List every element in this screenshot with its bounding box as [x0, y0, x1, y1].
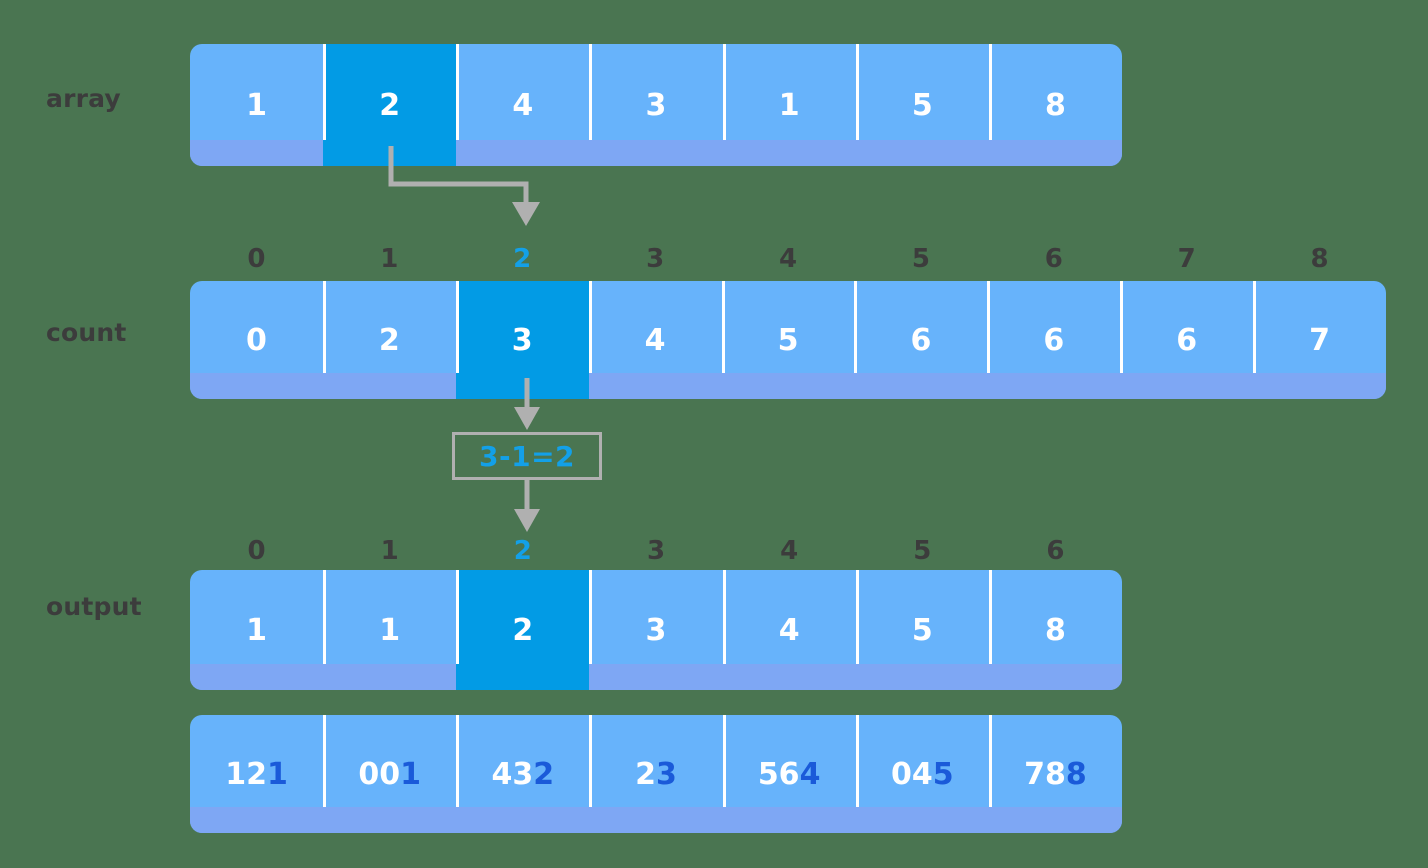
trace-digit-last: 4 [799, 756, 821, 792]
trace-digits: 121 [225, 757, 288, 792]
count-to-formula-connector [514, 378, 540, 430]
array-cell[interactable]: 2 [323, 44, 457, 166]
count-cell[interactable]: 4 [588, 281, 722, 399]
count-index-label: 1 [380, 244, 399, 274]
count-index-strip: 0 1 2 3 4 5 6 7 8 [190, 243, 1386, 275]
trace-digits: 23 [635, 757, 677, 792]
array-cell[interactable]: 3 [589, 44, 722, 166]
output-cell[interactable]: 2 [456, 570, 590, 690]
trace-digit-last: 1 [267, 756, 288, 792]
output-cell[interactable]: 3 [589, 570, 722, 690]
trace-digit-prefix: 12 [225, 756, 267, 792]
trace-digit-prefix: 04 [890, 756, 933, 792]
trace-digits: 432 [492, 757, 555, 792]
formula-to-output-connector [514, 480, 540, 532]
count-cell[interactable]: 3 [455, 281, 589, 399]
count-index-label: 0 [247, 244, 266, 274]
count-cell[interactable]: 2 [322, 281, 456, 399]
array-cell[interactable]: 4 [456, 44, 589, 166]
trace-digit-prefix: 56 [757, 756, 800, 792]
count-cell[interactable]: 6 [1120, 281, 1253, 399]
count-cell[interactable]: 5 [721, 281, 855, 399]
output-index-label: 5 [913, 536, 932, 566]
count-index-label: 5 [911, 244, 930, 274]
trace-cell[interactable]: 001 [323, 715, 456, 833]
count-cell[interactable]: 6 [987, 281, 1120, 399]
trace-digit-last: 5 [932, 756, 954, 792]
output-cell[interactable]: 8 [988, 570, 1122, 690]
trace-cell[interactable]: 432 [456, 715, 589, 833]
trace-digits: 045 [891, 757, 954, 792]
trace-digits: 788 [1024, 757, 1087, 792]
output-index-label: 6 [1046, 536, 1065, 566]
trace-cell[interactable]: 564 [722, 715, 856, 833]
count-bar-base [190, 373, 1386, 399]
trace-cell[interactable]: 121 [190, 715, 323, 833]
count-index-label: 4 [778, 244, 798, 274]
array-row-label: array [46, 84, 121, 113]
array-cell[interactable]: 5 [855, 44, 989, 166]
count-index-label: 8 [1310, 244, 1329, 274]
output-index-label: 4 [780, 536, 799, 566]
output-index-strip: 0 1 2 3 4 5 6 [190, 535, 1122, 567]
output-cell[interactable]: 1 [323, 570, 456, 690]
trace-digit-prefix: 00 [358, 756, 401, 792]
output-index-label: 0 [247, 536, 266, 566]
output-row-label: output [46, 592, 142, 621]
array-cell[interactable]: 1 [722, 44, 856, 166]
trace-digit-last: 3 [655, 756, 677, 792]
output-index-label: 2 [513, 536, 532, 566]
trace-digits: 001 [358, 757, 421, 792]
count-index-label: 2 [513, 244, 532, 274]
trace-digit-prefix: 2 [635, 756, 656, 792]
trace-cell[interactable]: 788 [988, 715, 1122, 833]
trace-cell[interactable]: 045 [855, 715, 989, 833]
output-cell[interactable]: 4 [722, 570, 856, 690]
output-cell[interactable]: 1 [246, 612, 267, 648]
count-index-label: 6 [1044, 244, 1063, 274]
output-bar-base [190, 664, 1122, 690]
trace-digit-prefix: 78 [1024, 756, 1066, 792]
trace-cell[interactable]: 23 [589, 715, 722, 833]
array-cell[interactable]: 1 [246, 87, 267, 123]
count-row-label: count [46, 318, 127, 347]
trace-digits: 564 [758, 757, 821, 792]
output-index-label: 3 [646, 536, 666, 566]
count-cell[interactable]: 7 [1253, 281, 1386, 399]
count-cell[interactable]: 0 [246, 322, 267, 358]
trace-digit-last: 1 [400, 756, 422, 792]
trace-digit-prefix: 43 [491, 756, 534, 792]
output-index-label: 1 [380, 536, 399, 566]
trace-digit-last: 8 [1065, 756, 1087, 792]
trace-bar-base [190, 807, 1122, 833]
trace-digit-last: 2 [533, 756, 555, 792]
formula-box: 3-1=2 [452, 432, 602, 480]
output-cell[interactable]: 5 [855, 570, 989, 690]
array-cell[interactable]: 8 [988, 44, 1122, 166]
count-index-label: 7 [1177, 244, 1196, 274]
array-to-count-connector [388, 146, 540, 226]
count-cell[interactable]: 6 [854, 281, 987, 399]
count-index-label: 3 [646, 244, 665, 274]
